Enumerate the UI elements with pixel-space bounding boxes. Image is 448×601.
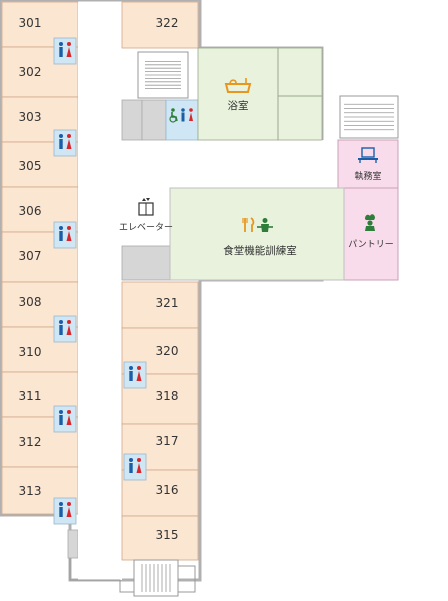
label-elevator: エレベーター <box>119 222 173 233</box>
label-311: 311 <box>19 389 42 403</box>
toilet-icon <box>123 361 147 389</box>
elevator-shaft <box>121 245 171 281</box>
elevator-hall <box>122 188 170 246</box>
stairs-icon <box>141 564 171 592</box>
east-room-labels: 322 321 320 318 317 316 315 <box>156 16 179 542</box>
label-dining: 食堂機能訓練室 <box>223 244 297 257</box>
label-303: 303 <box>19 110 42 124</box>
label-310: 310 <box>19 345 42 359</box>
bathtub-icon <box>224 78 252 93</box>
fork-knife-person-icon <box>242 217 273 232</box>
desk-icon <box>358 147 378 163</box>
label-321: 321 <box>156 296 179 310</box>
label-317: 317 <box>156 434 179 448</box>
west-room-labels: 301 302 303 305 306 307 308 310 311 312 … <box>19 16 42 498</box>
label-322: 322 <box>156 16 179 30</box>
label-306: 306 <box>19 204 42 218</box>
label-office: 執務室 <box>354 170 381 182</box>
east-lower-column <box>121 281 199 561</box>
cross-corridor <box>122 140 338 188</box>
stairs-icon <box>344 103 394 131</box>
label-302: 302 <box>19 65 42 79</box>
room-321 <box>121 281 199 329</box>
label-pantry: パントリー <box>348 239 393 250</box>
south-exit-outline <box>69 558 134 593</box>
toilet-icon <box>53 129 77 157</box>
service-closet-a <box>121 99 143 141</box>
label-315: 315 <box>156 528 179 542</box>
stair-icons <box>141 61 394 592</box>
toilet-icon <box>123 453 147 481</box>
toilet-icon <box>53 405 77 433</box>
room-322 <box>121 1 199 49</box>
label-305: 305 <box>19 159 42 173</box>
bath-room <box>197 47 279 141</box>
label-bath: 浴室 <box>228 99 249 112</box>
bath-block <box>197 47 323 141</box>
toilet-icon <box>53 37 77 65</box>
toilet-icon <box>53 221 77 249</box>
service-closet-b <box>141 99 167 141</box>
label-308: 308 <box>19 295 42 309</box>
label-320: 320 <box>156 344 179 358</box>
toilet-icons <box>53 37 147 525</box>
chef-icon <box>365 214 375 231</box>
room-315 <box>121 515 199 561</box>
toilet-icon <box>53 315 77 343</box>
label-313: 313 <box>19 484 42 498</box>
main-corridor <box>78 2 122 580</box>
accessible-toilet-icon <box>169 108 193 123</box>
elevator-icon <box>138 198 154 216</box>
label-318: 318 <box>156 389 179 403</box>
label-307: 307 <box>19 249 42 263</box>
bath-annex <box>277 47 323 141</box>
stair-south <box>133 559 179 597</box>
label-301: 301 <box>19 16 42 30</box>
toilet-icon <box>53 497 77 525</box>
label-312: 312 <box>19 435 42 449</box>
east-upper-block <box>121 1 199 141</box>
stairs-icon <box>145 61 181 89</box>
pantry-room <box>343 187 399 281</box>
west-service-area <box>67 529 79 559</box>
label-316: 316 <box>156 483 179 497</box>
dining-room <box>169 187 345 281</box>
